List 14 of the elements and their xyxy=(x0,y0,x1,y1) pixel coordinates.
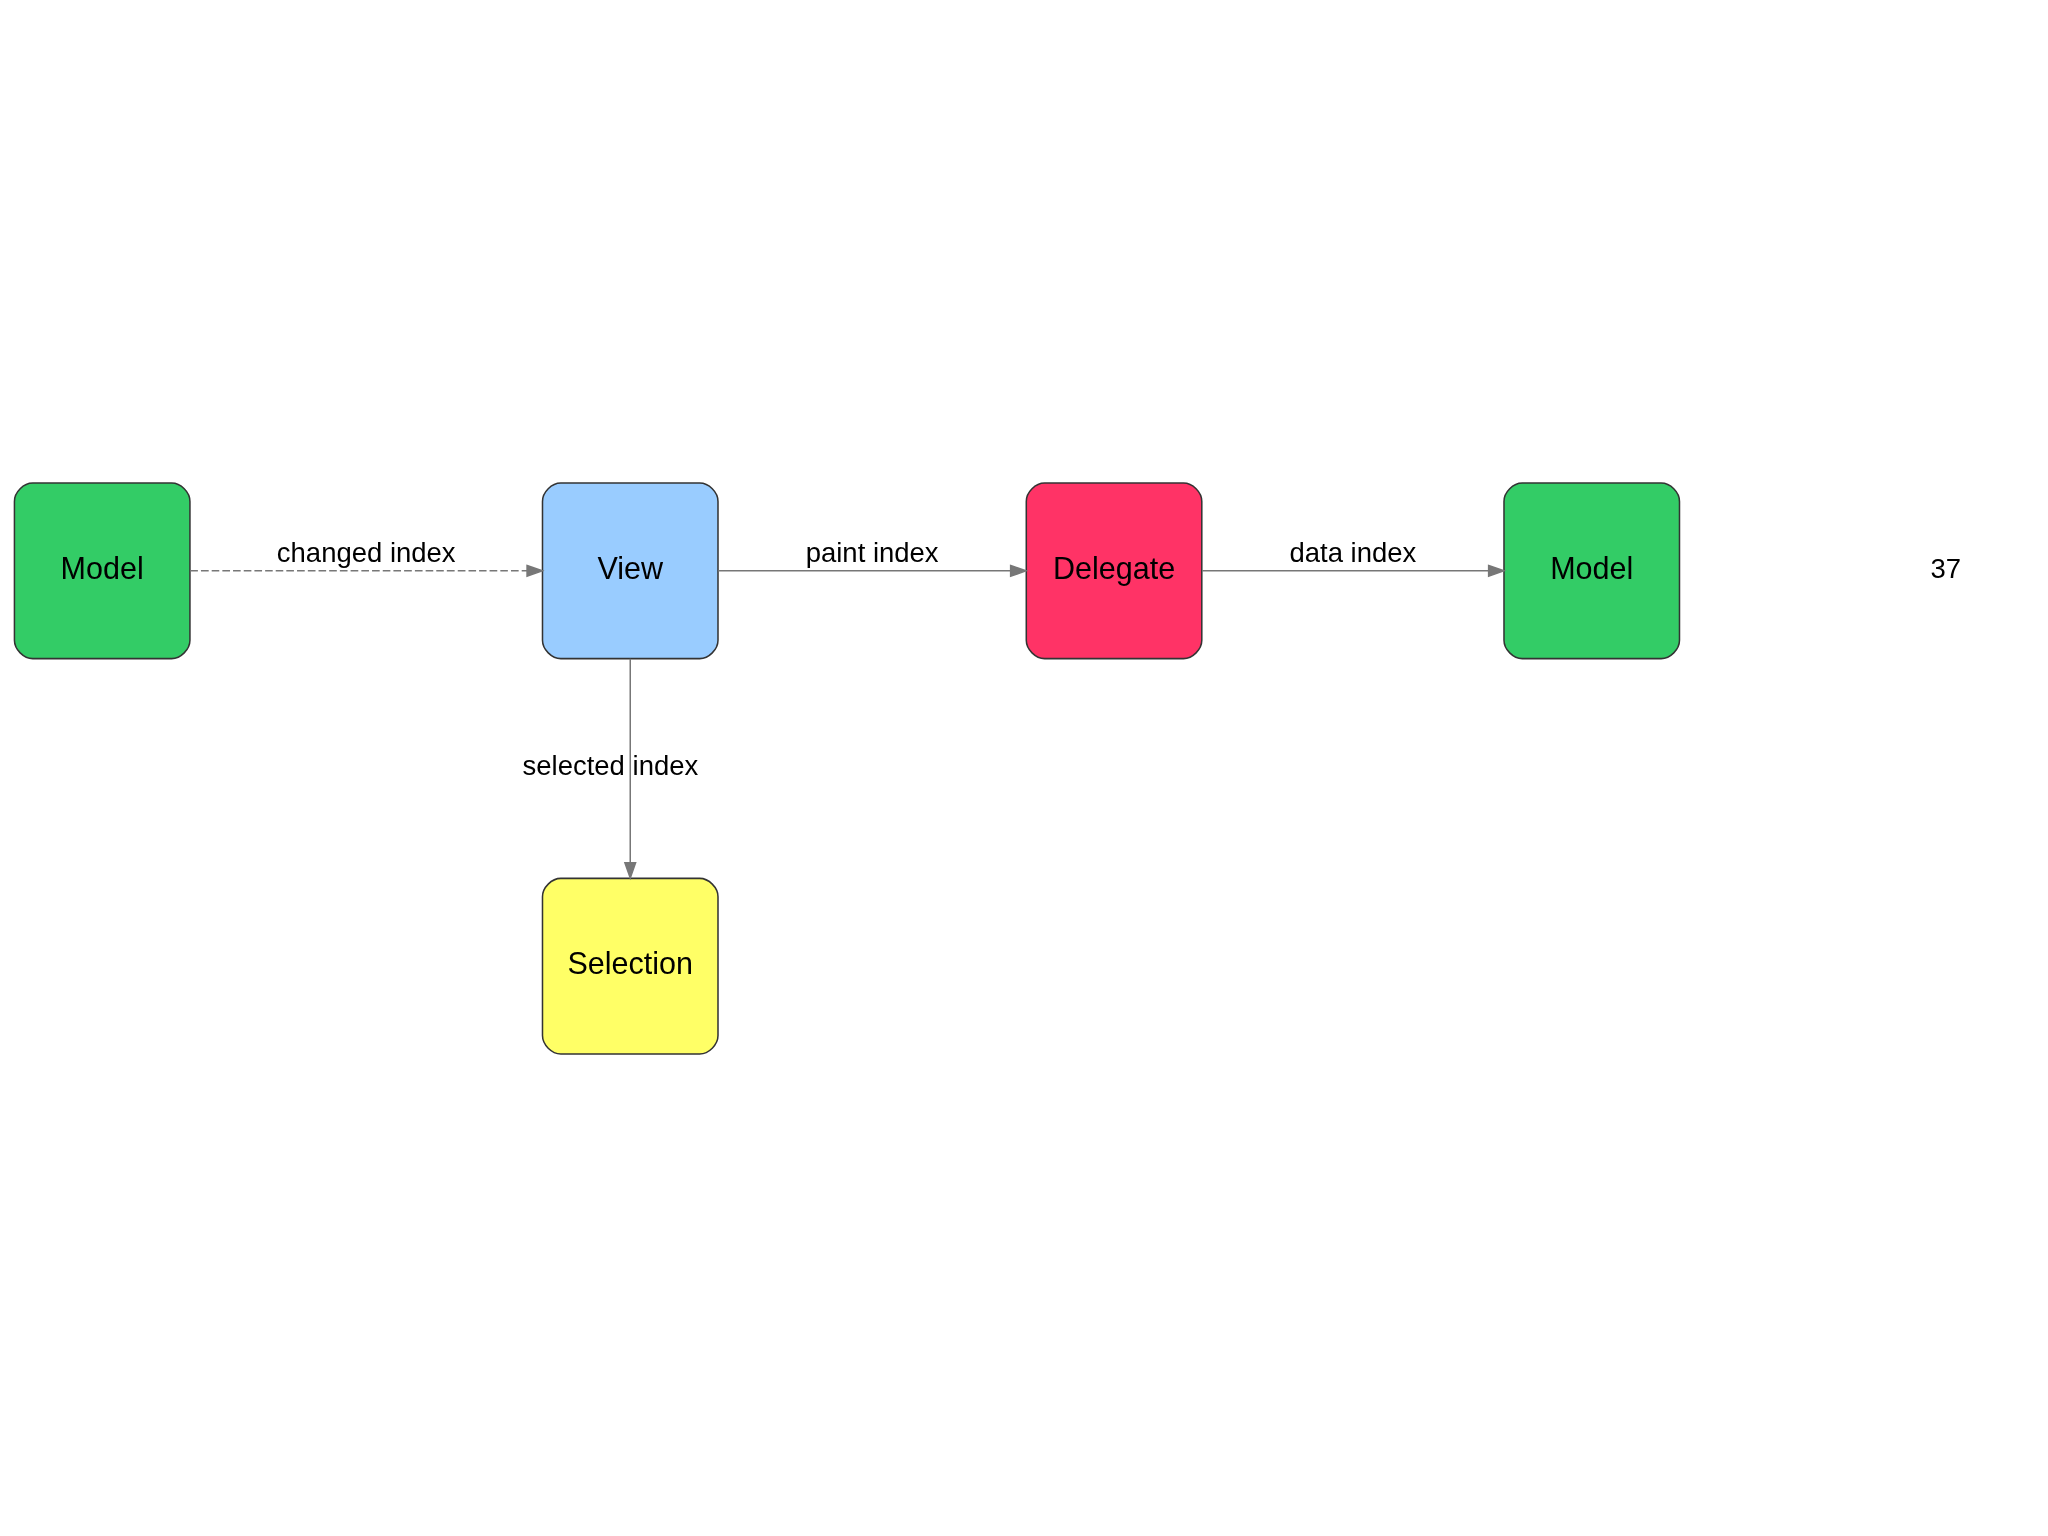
label: 37 xyxy=(1930,552,1962,584)
node-box: Delegate xyxy=(1025,481,1203,659)
edge-label: data index xyxy=(1289,536,1417,568)
arrow xyxy=(717,563,1029,577)
node-box: Model xyxy=(13,481,191,659)
node-box: Model xyxy=(1503,481,1681,659)
edge-label: selected index xyxy=(522,749,699,781)
node-box: View xyxy=(541,481,719,659)
node-box: Selection xyxy=(541,877,719,1055)
edge-label: changed index xyxy=(276,536,456,568)
arrow xyxy=(1201,563,1507,577)
arrow xyxy=(189,563,545,577)
arrow xyxy=(623,657,637,880)
edge-label: paint index xyxy=(805,536,939,568)
